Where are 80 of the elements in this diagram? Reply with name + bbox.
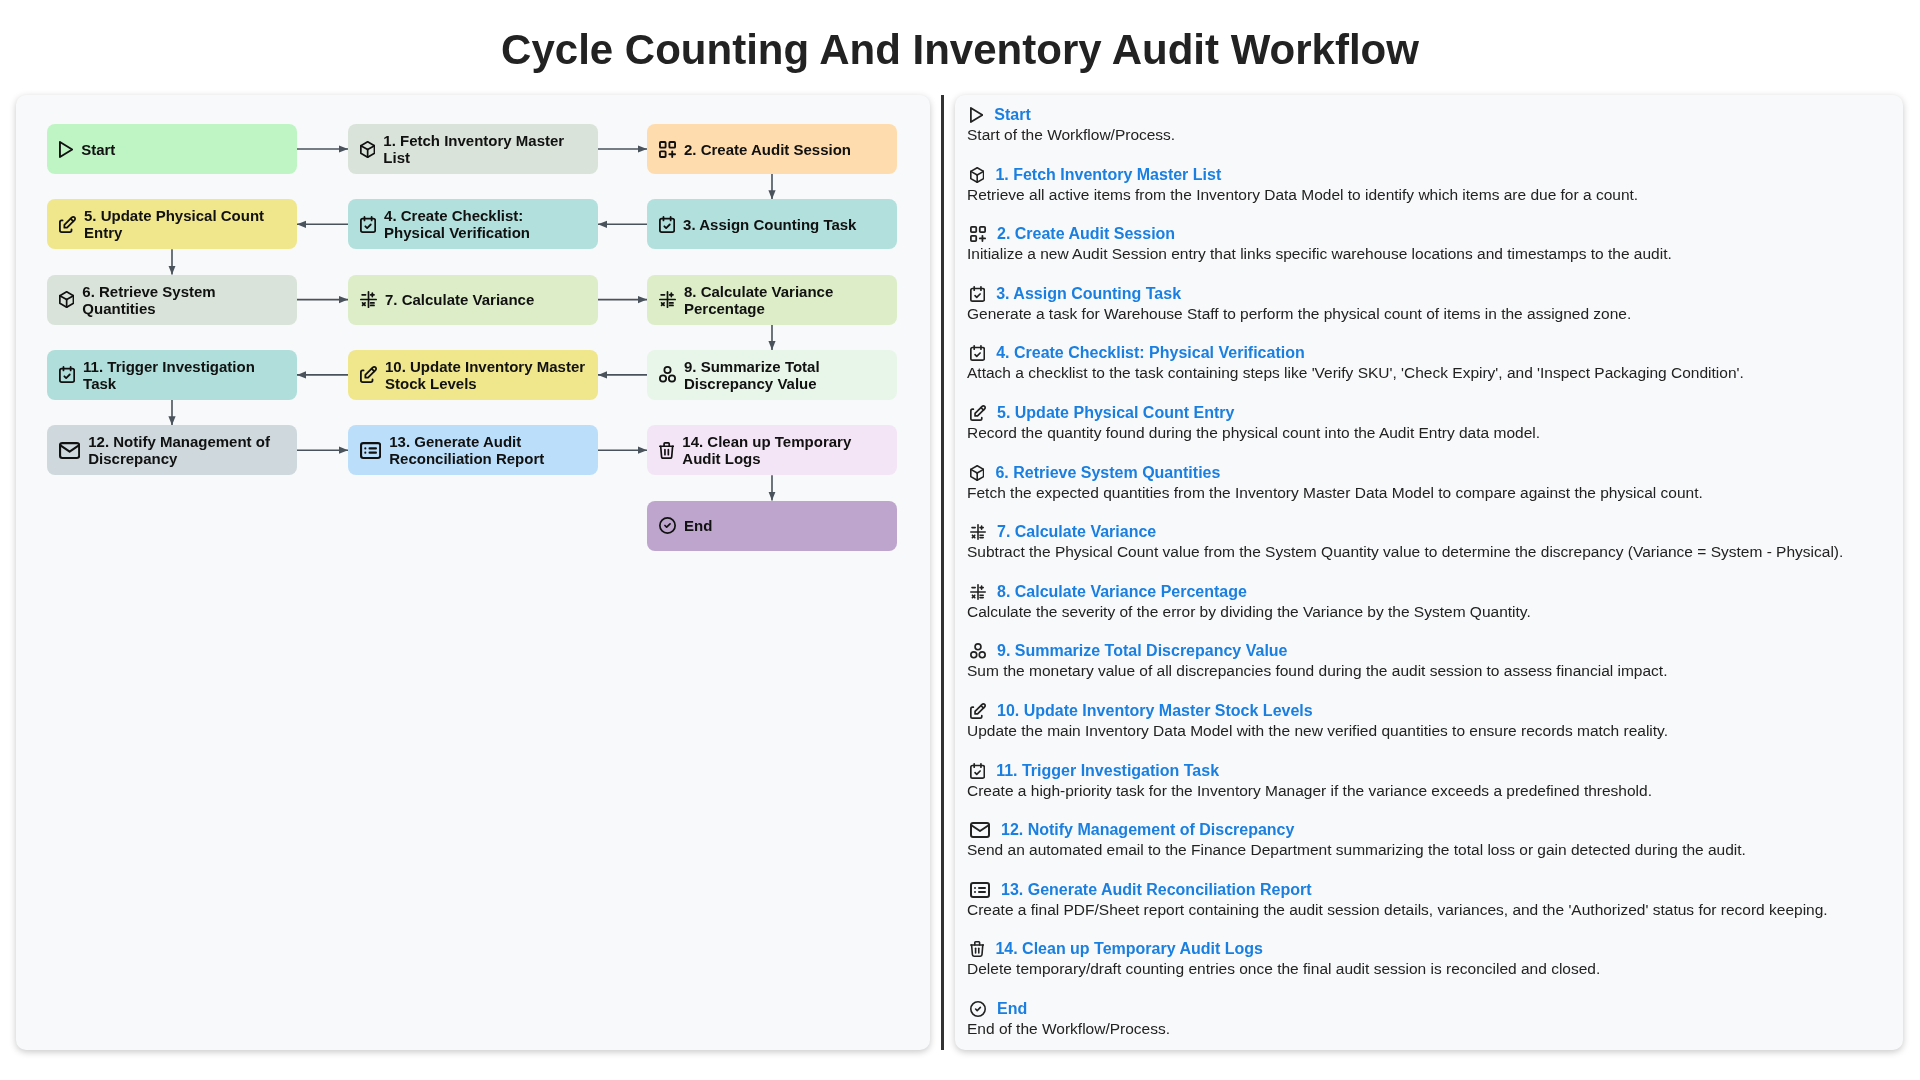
step-label: 14. Clean up Temporary Audit Logs [682,433,853,468]
step-title: 7. Calculate Variance [997,522,1157,543]
step-label: 4. Create Checklist: Physical Verification [384,207,531,242]
step-description: Create a final PDF/Sheet report containing the audit session details, variances, and the 'Authorized' status for record keeping. [967,899,1828,920]
step-label: 13. Generate Audit Reconciliation Report [389,433,546,468]
step-description: Attach a checklist to the task containing steps like 'Verify SKU', 'Check Expiry', and 'Inspect Packaging Condition'. [967,363,1744,384]
step-box [348,349,598,400]
step-label: Start [81,140,116,158]
step-description: Delete temporary/draft counting entries once the final audit session is reconciled and closed. [967,959,1601,980]
step-label: 2. Create Audit Session [684,140,851,158]
step-title: 11. Trigger Investigation Task [996,760,1220,781]
step-box [348,199,598,250]
step-title: 4. Create Checklist: Physical Verification [996,343,1305,364]
step-label: End [684,517,713,534]
step-description: Fetch the expected quantities from the Inventory Master Data Model to compare against the physical count. [967,482,1703,503]
step-box [47,199,297,250]
step-box [647,349,897,400]
arrow [597,145,648,153]
step-description: Send an automated email to the Finance Department summarizing the total loss or gain detected during the audit. [967,840,1746,861]
step-label: 8. Calculate Variance Percentage [684,282,835,317]
step-label: 7. Calculate Variance [385,291,535,309]
step-box [348,425,598,476]
step-title: 3. Assign Counting Task [996,283,1182,304]
step-title: Start [994,105,1031,125]
step-description: Create a high-priority task for the Inventory Manager if the variance exceeds a predefined threshold. [967,780,1652,801]
step-title: End [997,998,1028,1019]
step-description: Initialize a new Audit Session entry that links specific warehouse locations and timestamps to the audit. [967,244,1672,265]
step-title: 6. Retrieve System Quantities [995,462,1221,483]
step-description: Record the quantity found during the physical count into the Audit Entry data model. [967,422,1540,443]
arrow [296,296,349,304]
step-title: 2. Create Audit Session [997,224,1176,245]
arrow [768,323,776,351]
step-box [647,274,897,325]
step-label: 10. Update Inventory Master Stock Levels [385,357,587,392]
step-description: Generate a task for Warehouse Staff to perform the physical count of items in the assigned zone. [967,303,1632,324]
step-label: 9. Summarize Total Discrepancy Value [684,357,821,392]
arrow [597,296,648,304]
arrow [168,248,176,276]
step-description: Retrieve all active items from the Inventory Data Model to identify which items are due for a count. [967,184,1639,205]
arrow [768,474,776,502]
step-description: Update the main Inventory Data Model with the new verified quantities to ensure records match reality. [967,720,1668,741]
arrow [296,371,349,379]
step-box [647,124,897,174]
arrow [296,145,349,153]
step-title: 5. Update Physical Count Entry [997,402,1235,423]
step-title: 10. Update Inventory Master Stock Levels [997,700,1313,721]
step-description: Subtract the Physical Count value from the System Quantity value to determine the discrepancy (Variance = System - Physical). [967,542,1844,563]
step-label: 5. Update Physical Count Entry [84,207,266,242]
step-label: 1. Fetch Inventory Master List [383,132,566,166]
step-title: 14. Clean up Temporary Audit Logs [995,939,1263,960]
step-box [47,274,297,325]
step-description: Start of the Workflow/Process. [967,125,1176,145]
step-label: 6. Retrieve System Quantities [82,282,217,317]
arrow [296,446,349,454]
arrow [597,446,648,454]
arrow [597,371,648,379]
step-box [47,425,297,476]
step-title: 8. Calculate Variance Percentage [997,581,1247,602]
arrow [768,173,776,201]
step-label: 11. Trigger Investigation Task [83,357,256,392]
step-description: Sum the monetary value of all discrepancies found during the audit session to assess financial impact. [967,661,1668,682]
step-box [647,500,897,551]
step-description: End of the Workflow/Process. [967,1018,1171,1039]
arrow [168,399,176,426]
step-box [348,124,598,174]
step-description: Calculate the severity of the error by dividing the Variance by the System Quantity. [967,601,1531,622]
step-label: 12. Notify Management of Discrepancy [88,433,271,468]
step-box [647,199,897,250]
step-box [47,124,297,174]
step-title: 13. Generate Audit Reconciliation Report [1001,879,1312,900]
step-box [47,349,297,400]
step-title: 9. Summarize Total Discrepancy Value [997,641,1288,662]
arrow [296,220,349,228]
diagram-title: Cycle Counting And Inventory Audit Workflow [501,25,1419,75]
step-box [348,274,598,325]
step-title: 1. Fetch Inventory Master List [995,164,1222,185]
step-box [647,425,897,476]
arrow [597,220,648,228]
step-label: 3. Assign Counting Task [683,215,857,233]
step-title: 12. Notify Management of Discrepancy [1001,820,1295,841]
